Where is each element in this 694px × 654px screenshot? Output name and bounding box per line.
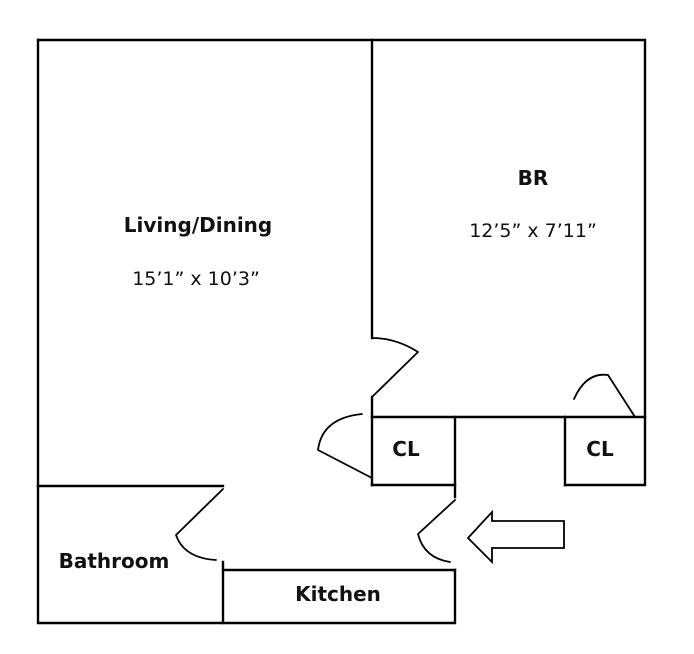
bedroom-closet-door bbox=[573, 373, 636, 418]
bedroom-label: BR bbox=[518, 166, 549, 190]
exterior-walls bbox=[36, 38, 647, 625]
kitchen-label: Kitchen bbox=[295, 582, 381, 606]
entry-door bbox=[417, 499, 456, 563]
interior-walls bbox=[36, 38, 647, 625]
bedroom-dimensions: 12’5” x 7’11” bbox=[469, 220, 597, 242]
bedroom-door bbox=[371, 337, 419, 398]
bathroom-label: Bathroom bbox=[59, 549, 170, 573]
living-dining-dimensions: 15’1” x 10’3” bbox=[132, 268, 260, 290]
doors bbox=[175, 337, 636, 563]
living-dining-label: Living/Dining bbox=[124, 213, 272, 237]
entrance-arrow-icon bbox=[466, 509, 565, 565]
hall-closet-label: CL bbox=[392, 437, 420, 461]
hall-closet-door bbox=[317, 413, 373, 479]
bedroom-closet-label: CL bbox=[586, 437, 614, 461]
bathroom-door bbox=[175, 488, 224, 561]
